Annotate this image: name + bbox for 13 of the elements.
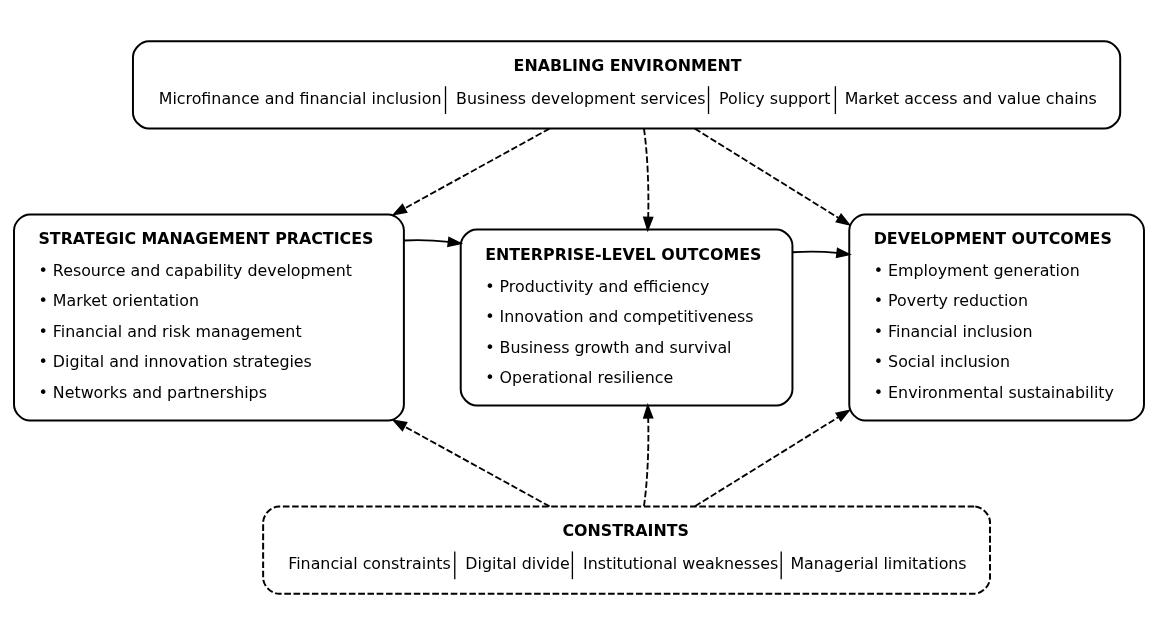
arrow	[642, 128, 654, 233]
node-box: STRATEGIC MANAGEMENT PRACTICES • Resource and capability development • Market orientation • Financial and risk management • Digital and innovation strategies • Networks and partnerships	[13, 213, 405, 422]
arrow	[694, 409, 852, 508]
arrow	[402, 236, 464, 248]
node-box: DEVELOPMENT OUTCOMES • Employment generation • Poverty reduction • Financial inclusion • Social inclusion • Environmental sustainability	[848, 213, 1145, 422]
node-box: CONSTRAINTS Financial constraints Digital divide Institutional weaknesses Managerial limitations	[262, 505, 991, 595]
arrow	[391, 127, 551, 216]
arrow	[693, 127, 852, 226]
arrow	[642, 402, 654, 508]
node-box: ENTERPRISE-LEVEL OUTCOMES • Productivity and efficiency • Innovation and competitiveness • Business growth and survival • Operational resilience	[459, 228, 794, 407]
arrow	[791, 247, 852, 259]
arrow	[391, 419, 551, 508]
node-box: ENABLING ENVIRONMENT Microfinance and financial inclusion Business development services Policy support Market access and value chains	[131, 40, 1122, 130]
